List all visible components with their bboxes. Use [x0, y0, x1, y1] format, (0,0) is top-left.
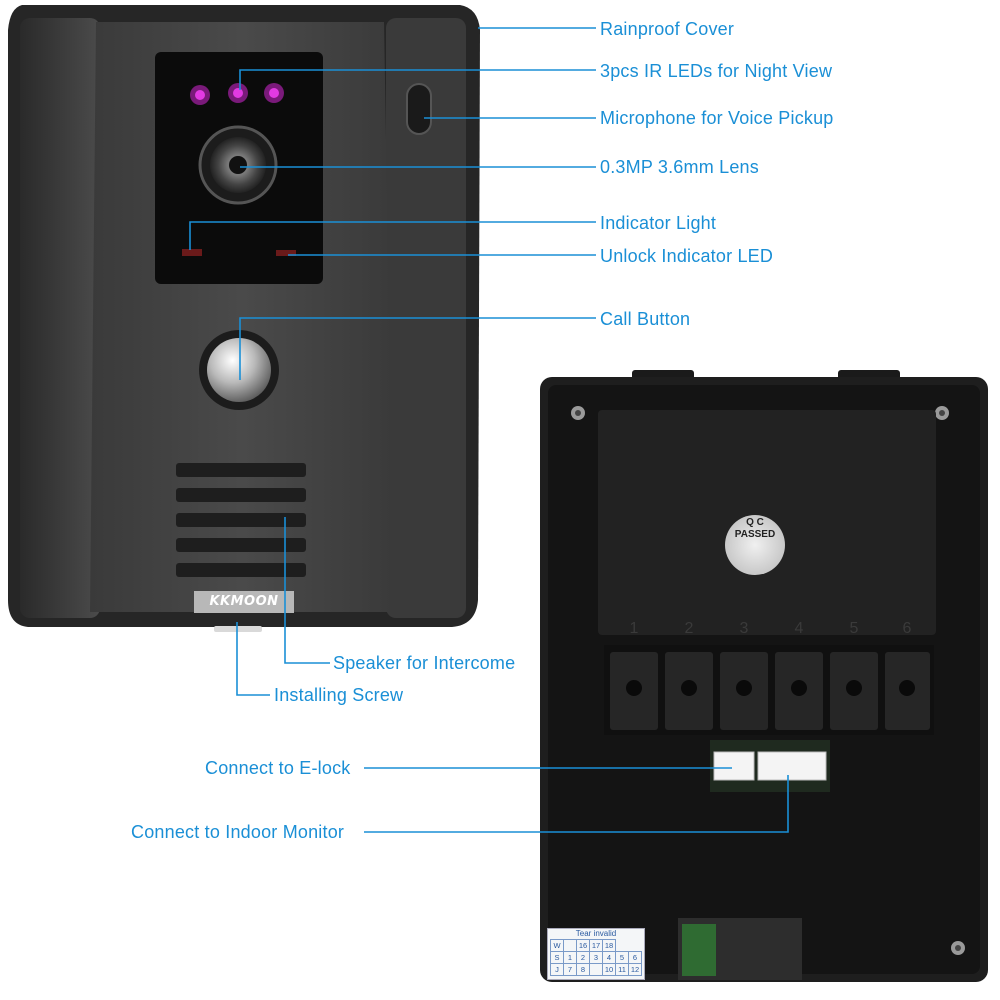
indicator-light	[182, 249, 202, 256]
sticker-cell: 17	[589, 939, 603, 952]
monitor-connector	[757, 751, 827, 781]
connector-number: 4	[794, 620, 804, 637]
qc-line-2: PASSED	[734, 529, 776, 540]
sticker-cell: 10	[602, 963, 616, 976]
sticker-cell: 8	[576, 963, 590, 976]
label-microphone: Microphone for Voice Pickup	[600, 108, 834, 128]
sticker-title: Tear invalid	[575, 929, 617, 938]
sticker-cell: 11	[615, 963, 629, 976]
sticker-cell: 1	[563, 951, 577, 964]
connector-number: 3	[739, 620, 749, 637]
front-unit	[8, 5, 480, 632]
e-lock-connector	[713, 751, 755, 781]
sticker-cell: 6	[628, 951, 642, 964]
sticker-cell: S	[550, 951, 564, 964]
installing-screw	[214, 626, 262, 632]
left-side-panel	[20, 18, 100, 618]
terminal-block	[604, 645, 934, 735]
sticker-cell: 7	[563, 963, 577, 976]
label-rainproof-cover: Rainproof Cover	[600, 19, 735, 39]
sticker-cell: 16	[576, 939, 590, 952]
callout-lines	[189, 27, 789, 833]
qc-sticker	[725, 515, 785, 575]
sticker-cell	[589, 963, 603, 976]
sticker-cell: 12	[628, 963, 642, 976]
sticker-cell: 3	[589, 951, 603, 964]
sticker-cell: 2	[576, 951, 590, 964]
label-indicator-light: Indicator Light	[600, 213, 717, 233]
brand-logo: KKMOON	[209, 594, 279, 609]
label-unlock-led: Unlock Indicator LED	[600, 246, 774, 266]
microphone-slot	[406, 83, 432, 135]
connector-number: 5	[849, 620, 859, 637]
speaker-grille	[176, 463, 306, 577]
label-lens: 0.3MP 3.6mm Lens	[600, 157, 759, 177]
sticker-grid: W 16 17 18 S 1 2 3 4 5 6 J 7 8 10 11 12	[550, 939, 642, 976]
connector-number: 6	[902, 620, 912, 637]
label-ir-leds: 3pcs IR LEDs for Night View	[600, 61, 833, 81]
warranty-sticker: Tear invalid W 16 17 18 S 1 2 3 4 5 6 J …	[547, 928, 645, 980]
label-call-button: Call Button	[600, 309, 691, 329]
connector-number: 2	[684, 620, 694, 637]
label-indoor-monitor: Connect to Indoor Monitor	[131, 822, 345, 842]
unlock-indicator-led	[276, 250, 296, 256]
sticker-cell: 5	[615, 951, 629, 964]
qc-line-1: Q C	[746, 517, 764, 528]
connector-number: 1	[629, 620, 639, 637]
sticker-cell: W	[550, 939, 564, 952]
label-installing-screw: Installing Screw	[274, 685, 404, 705]
sticker-cell: J	[550, 963, 564, 976]
qc-passed-label: Q C PASSED	[728, 517, 782, 541]
sticker-cell	[563, 939, 577, 952]
sticker-cell: 18	[602, 939, 616, 952]
label-speaker: Speaker for Intercome	[333, 653, 516, 673]
sticker-cell: 4	[602, 951, 616, 964]
logo-plate	[194, 591, 294, 613]
back-unit	[540, 370, 988, 982]
label-e-lock: Connect to E-lock	[205, 758, 351, 778]
call-button	[207, 338, 271, 402]
